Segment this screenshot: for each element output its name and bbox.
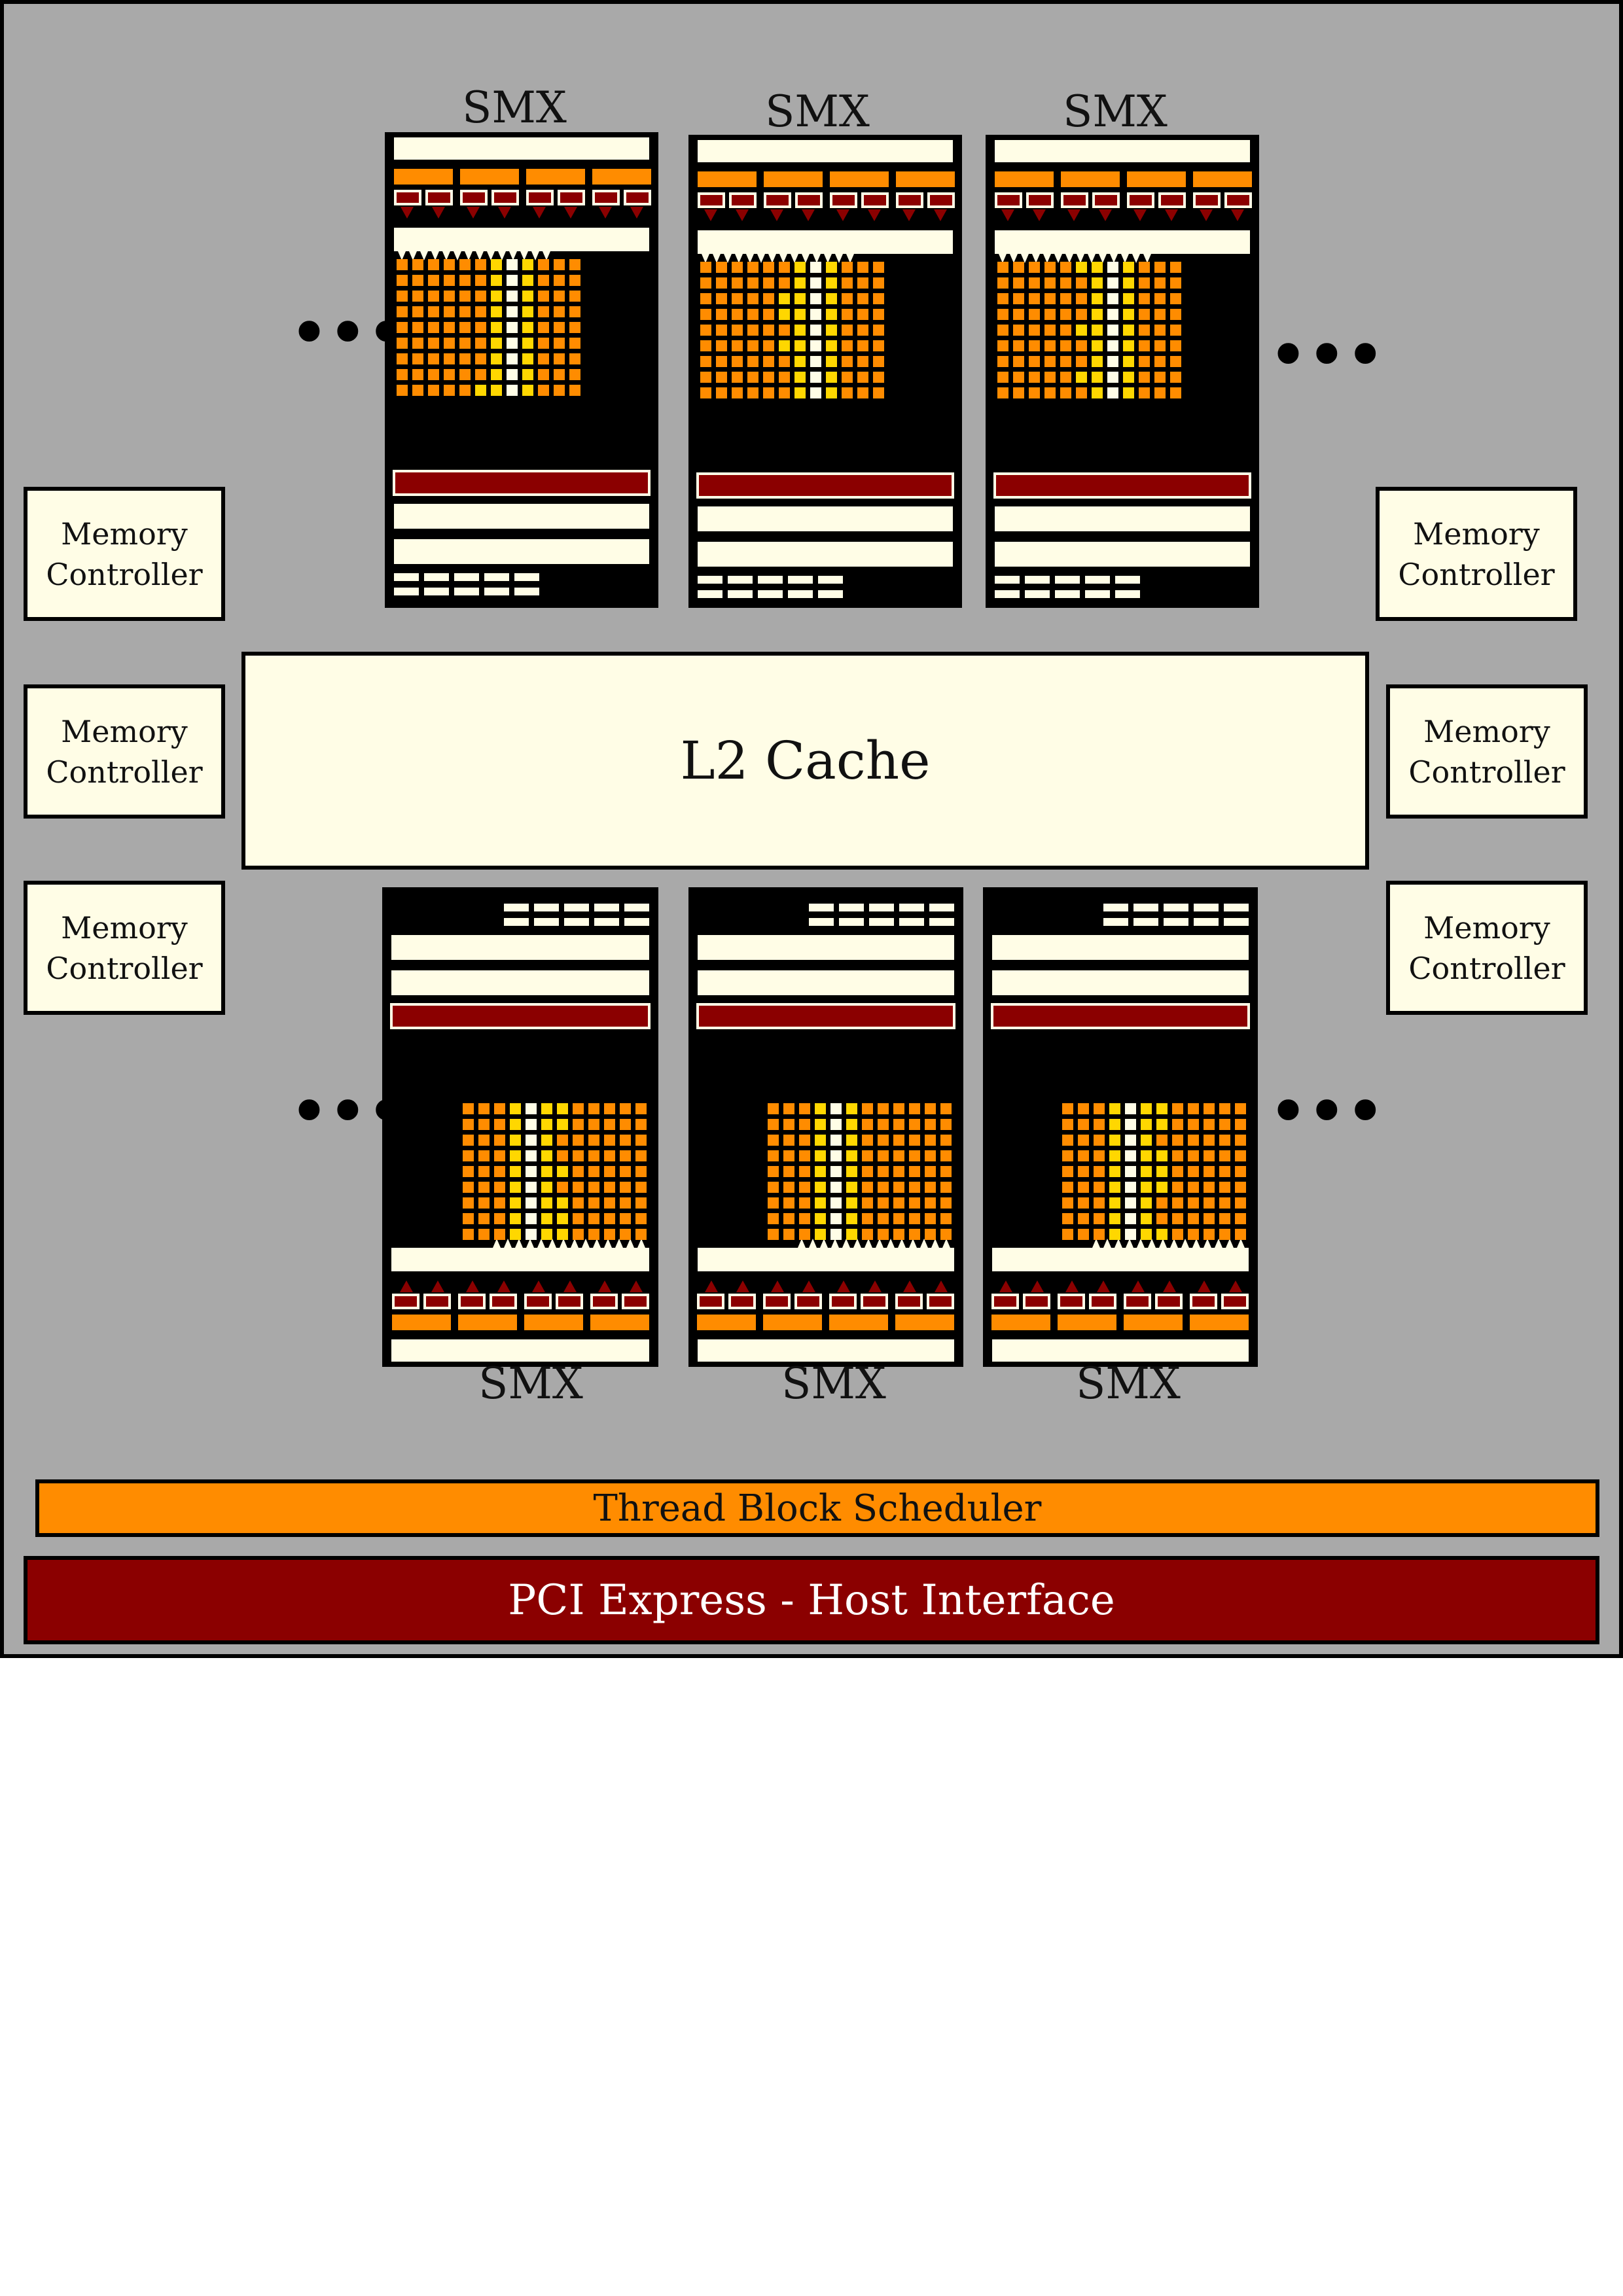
smx-label-bottom-1: SMX bbox=[465, 1358, 596, 1409]
smx-label-bottom-2: SMX bbox=[768, 1358, 899, 1409]
smx-block-top-1 bbox=[385, 132, 658, 608]
smx-label-top-1: SMX bbox=[449, 82, 580, 133]
ellipsis-top-right: ••• bbox=[1267, 319, 1383, 391]
smx-label-top-2: SMX bbox=[752, 86, 883, 137]
smx-label-bottom-3: SMX bbox=[1063, 1358, 1194, 1409]
smx-block-bottom-3 bbox=[983, 887, 1258, 1367]
memory-controller-left-3: MemoryController bbox=[24, 881, 225, 1015]
smx-block-top-2 bbox=[688, 135, 962, 608]
pcie-host-interface: PCI Express - Host Interface bbox=[24, 1556, 1599, 1644]
ellipsis-bottom-right: ••• bbox=[1267, 1076, 1383, 1148]
thread-block-scheduler: Thread Block Scheduler bbox=[35, 1479, 1599, 1537]
smx-block-bottom-1 bbox=[382, 887, 658, 1367]
memory-controller-left-1: MemoryController bbox=[24, 487, 225, 621]
l2-cache: L2 Cache bbox=[241, 652, 1369, 870]
memory-controller-right-3: MemoryController bbox=[1386, 881, 1588, 1015]
smx-label-top-3: SMX bbox=[1050, 86, 1181, 137]
smx-block-top-3 bbox=[986, 135, 1259, 608]
memory-controller-left-2: MemoryController bbox=[24, 684, 225, 819]
memory-controller-right-2: MemoryController bbox=[1386, 684, 1588, 819]
memory-controller-right-1: MemoryController bbox=[1376, 487, 1577, 621]
ellipsis-bottom-left: ••• bbox=[288, 1076, 404, 1148]
ellipsis-top-left: ••• bbox=[288, 297, 404, 369]
smx-block-bottom-2 bbox=[688, 887, 963, 1367]
gpu-chip: SMX SMX SMX ••• ••• MemoryController Mem… bbox=[0, 0, 1623, 1658]
